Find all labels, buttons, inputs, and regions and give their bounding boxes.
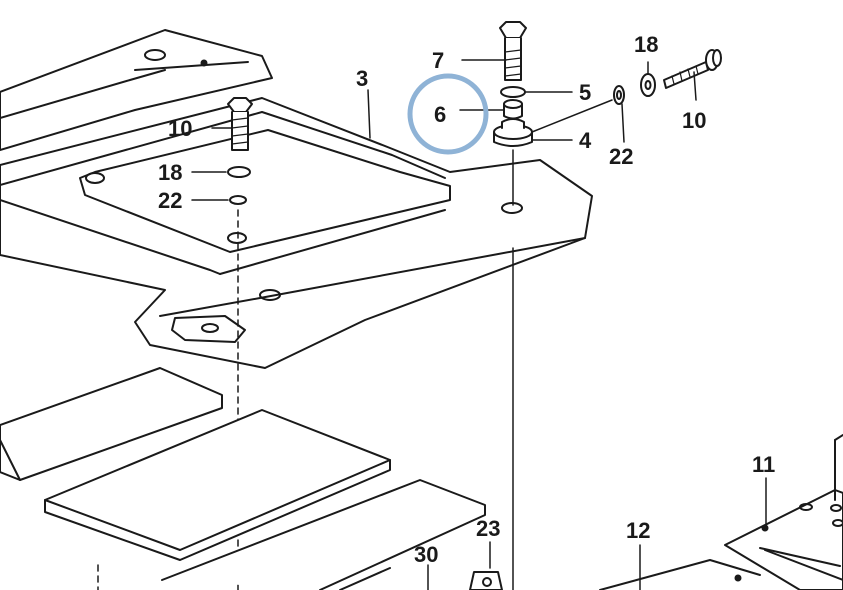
callout-11: 11 — [752, 452, 775, 477]
callout-22-left: 22 — [158, 188, 182, 213]
plate-hole-center — [227, 232, 247, 244]
bolt-7 — [499, 21, 527, 81]
callout-30: 30 — [414, 542, 438, 567]
callout-22-top: 22 — [609, 144, 633, 169]
left-washer-22 — [229, 195, 247, 205]
callout-18-top: 18 — [634, 32, 658, 57]
callout-7: 7 — [432, 48, 444, 73]
horizontal-washer-18 — [640, 73, 656, 97]
callout-6: 6 — [434, 102, 446, 127]
callout-5: 5 — [579, 80, 591, 105]
bracket-23 — [469, 571, 503, 590]
plate-hole-left — [85, 172, 105, 184]
callout-10-top: 10 — [682, 108, 706, 133]
lower-plate-1 — [0, 367, 223, 481]
leader-3 — [367, 89, 371, 139]
spacer-6 — [503, 99, 523, 120]
lower-plate-3 — [161, 479, 486, 590]
lower-right-assembly — [599, 434, 843, 590]
horizontal-screw-10 — [663, 49, 722, 89]
callout-10-left: 10 — [168, 116, 192, 141]
callout-12: 12 — [626, 518, 650, 543]
callout-3: 3 — [356, 66, 368, 91]
upper-cover-plate — [0, 29, 273, 151]
callout-18-left: 18 — [158, 160, 182, 185]
plate-hole-front — [259, 289, 281, 301]
callout-4: 4 — [579, 128, 592, 153]
rubber-mount-4 — [493, 118, 533, 147]
callout-23: 23 — [476, 516, 500, 541]
lower-plate-2 — [44, 409, 391, 561]
bracket-tab — [171, 315, 246, 343]
highlight-circle — [407, 73, 489, 155]
left-washer-18 — [227, 166, 251, 178]
cover-plate-3 — [0, 97, 593, 369]
plate-hole-right — [501, 202, 523, 214]
washer-5 — [500, 86, 526, 98]
upper-plate-hole — [144, 49, 166, 61]
left-bolt-10 — [227, 97, 253, 151]
horizontal-washer-22 — [613, 85, 625, 105]
